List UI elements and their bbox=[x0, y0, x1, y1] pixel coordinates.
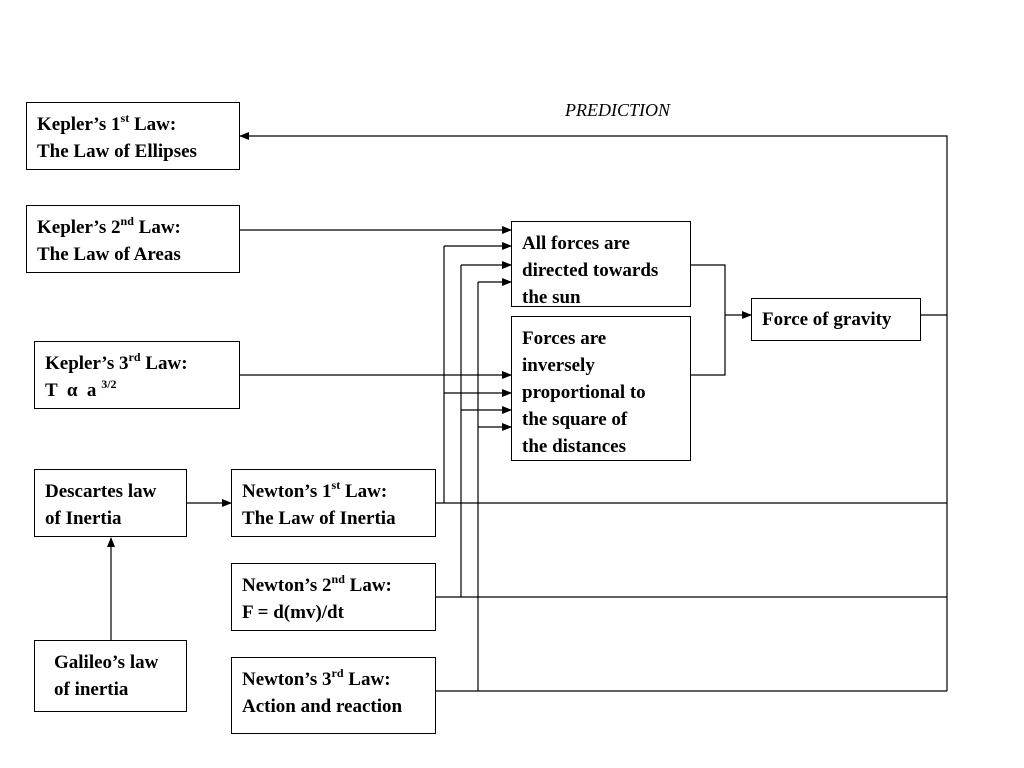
kepler3-sup: rd bbox=[128, 349, 141, 364]
newton1-law: Law: bbox=[340, 481, 388, 502]
forces-inverse-line: proportional to bbox=[522, 382, 646, 403]
forces-directed-line: directed towards bbox=[522, 260, 659, 281]
kepler3-box: Kepler’s 3rd Law: T α a 3/2 bbox=[34, 341, 240, 409]
newton2-name: Newton’s 2 bbox=[242, 575, 332, 596]
newton2-law: Law: bbox=[344, 575, 392, 596]
descartes-line1: Descartes law bbox=[45, 481, 157, 502]
kepler3-name: Kepler’s 3 bbox=[45, 353, 129, 374]
kepler2-sup: nd bbox=[120, 213, 134, 228]
forces-directed-box: All forces are directed towards the sun bbox=[511, 221, 691, 308]
kepler1-box: Kepler’s 1st Law: The Law of Ellipses bbox=[26, 102, 240, 170]
kepler2-law: Law: bbox=[133, 217, 181, 238]
merge-top bbox=[691, 264, 726, 376]
kepler2-name: Kepler’s 2 bbox=[37, 217, 121, 238]
kepler3-law: Law: bbox=[140, 353, 188, 374]
descartes-box: Descartes law of Inertia bbox=[34, 469, 187, 537]
newton1-sup: st bbox=[331, 477, 341, 492]
galileo-line1: Galileo’s law bbox=[54, 652, 159, 673]
newton3-line2: Action and reaction bbox=[242, 696, 403, 717]
newton2-line2: F = d(mv)/dt bbox=[242, 602, 344, 623]
newton3-box: Newton’s 3rd Law: Action and reaction bbox=[231, 657, 436, 734]
gravity-box: Force of gravity bbox=[751, 298, 921, 341]
forces-inverse-line: inversely bbox=[522, 355, 595, 376]
newton3-name: Newton’s 3 bbox=[242, 669, 332, 690]
newton3-sup: rd bbox=[331, 665, 344, 680]
newton3-law: Law: bbox=[343, 669, 391, 690]
forces-inverse-box: Forces are inversely proportional to the… bbox=[511, 316, 691, 461]
galileo-line2: of inertia bbox=[54, 679, 129, 700]
kepler1-line2: The Law of Ellipses bbox=[37, 141, 197, 162]
newton1-box: Newton’s 1st Law: The Law of Inertia bbox=[231, 469, 436, 537]
kepler1-name: Kepler’s 1 bbox=[37, 114, 121, 135]
newton1-name: Newton’s 1 bbox=[242, 481, 332, 502]
kepler2-line2: The Law of Areas bbox=[37, 244, 181, 265]
forces-directed-line: the sun bbox=[522, 287, 581, 308]
kepler2-box: Kepler’s 2nd Law: The Law of Areas bbox=[26, 205, 240, 273]
descartes-line2: of Inertia bbox=[45, 508, 122, 529]
newton2-sup: nd bbox=[331, 571, 345, 586]
newton1-line2: The Law of Inertia bbox=[242, 508, 396, 529]
kepler3-formula: T α a bbox=[45, 380, 102, 401]
kepler1-law: Law: bbox=[129, 114, 177, 135]
forces-inverse-line: the square of bbox=[522, 409, 628, 430]
forces-inverse-line: the distances bbox=[522, 436, 626, 457]
gravity-line1: Force of gravity bbox=[762, 309, 892, 330]
forces-directed-line: All forces are bbox=[522, 233, 630, 254]
galileo-box: Galileo’s law of inertia bbox=[34, 640, 187, 712]
newton2-box: Newton’s 2nd Law: F = d(mv)/dt bbox=[231, 563, 436, 631]
prediction-label: PREDICTION bbox=[565, 100, 670, 120]
kepler1-sup: st bbox=[120, 110, 130, 125]
forces-inverse-line: Forces are bbox=[522, 328, 607, 349]
prediction-arrow bbox=[239, 132, 948, 316]
kepler3-exponent: 3/2 bbox=[101, 376, 117, 391]
